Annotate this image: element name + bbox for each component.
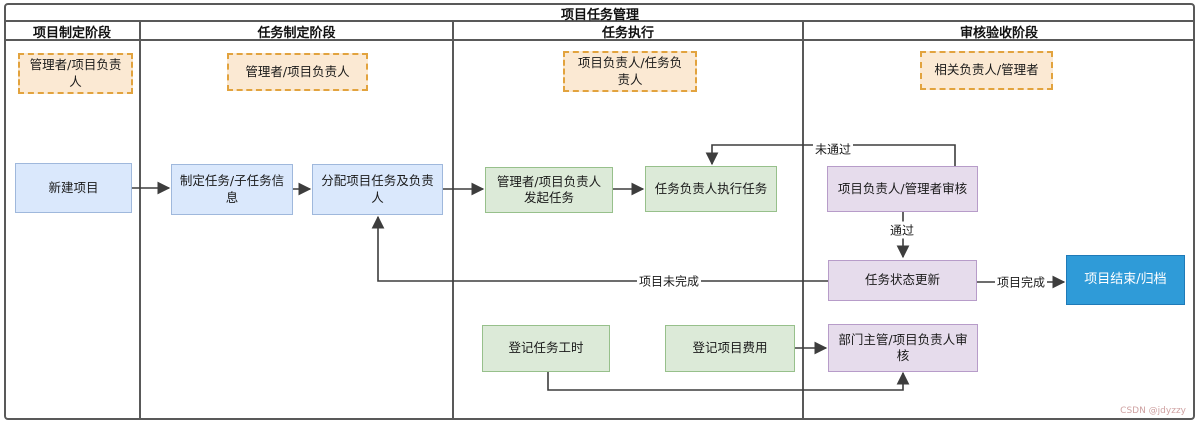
node-status-update: 任务状态更新 bbox=[828, 260, 977, 301]
lane-header-task-setup: 任务制定阶段 bbox=[257, 25, 336, 41]
node-initiate-task: 管理者/项目负责人 发起任务 bbox=[485, 167, 613, 213]
node-review: 项目负责人/管理者审核 bbox=[827, 166, 978, 212]
node-define-task: 制定任务/子任务信 息 bbox=[171, 164, 293, 215]
lane-divider-3 bbox=[802, 21, 804, 418]
pool-title: 项目任务管理 bbox=[560, 8, 639, 23]
role-box-lane1: 管理者/项目负责 人 bbox=[18, 53, 133, 94]
role-box-lane3: 项目负责人/任务负 责人 bbox=[563, 51, 697, 92]
lane-header-review-accept: 审核验收阶段 bbox=[959, 25, 1038, 41]
lane-divider-1 bbox=[139, 21, 141, 418]
node-final-review: 部门主管/项目负责人审 核 bbox=[828, 324, 978, 372]
csdn-watermark: CSDN @jdyzzy bbox=[1120, 406, 1186, 416]
lane-header-task-execution: 任务执行 bbox=[601, 25, 654, 41]
node-execute-task: 任务负责人执行任务 bbox=[645, 166, 777, 212]
edge-label-project-not-done: 项目未完成 bbox=[636, 272, 702, 290]
edge-label-project-done: 项目完成 bbox=[994, 273, 1048, 291]
node-assign-task: 分配项目任务及负责 人 bbox=[312, 164, 443, 215]
node-project-end: 项目结束/归档 bbox=[1066, 255, 1185, 305]
role-box-lane2: 管理者/项目负责人 bbox=[227, 53, 368, 91]
edge-label-not-passed: 未通过 bbox=[812, 140, 854, 158]
lane-header-project-setup: 项目制定阶段 bbox=[32, 25, 111, 41]
header-separator bbox=[5, 39, 1194, 41]
title-separator bbox=[5, 20, 1194, 22]
role-box-lane4: 相关负责人/管理者 bbox=[920, 51, 1053, 90]
node-log-cost: 登记项目费用 bbox=[665, 325, 795, 372]
lane-divider-2 bbox=[452, 21, 454, 418]
edge-label-passed: 通过 bbox=[887, 221, 917, 239]
node-log-hours: 登记任务工时 bbox=[482, 325, 610, 372]
node-new-project: 新建项目 bbox=[15, 163, 132, 213]
